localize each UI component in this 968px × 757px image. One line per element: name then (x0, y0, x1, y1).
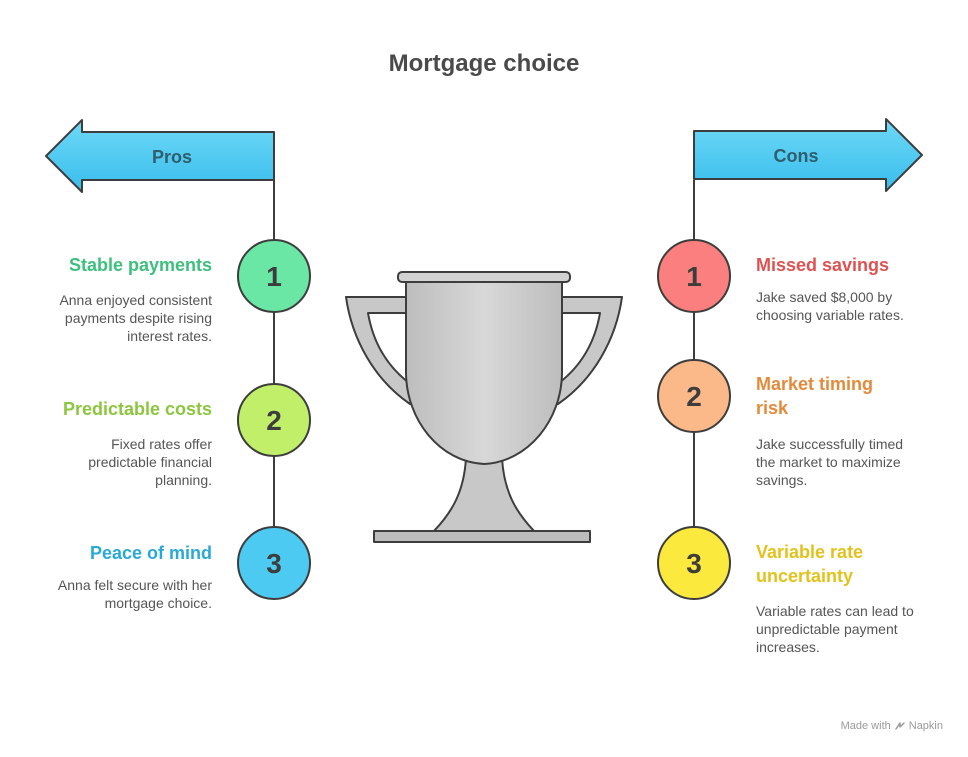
svg-text:1: 1 (686, 261, 702, 292)
cons-arrow (693, 118, 923, 192)
pros-arrow (45, 119, 275, 193)
napkin-logo-icon (895, 722, 905, 730)
pros-item-1-heading: Stable payments (68, 255, 212, 275)
pros-badge-2: 2 (237, 383, 311, 457)
cons-item-2-text: Jake successfully timed the market to ma… (756, 436, 904, 488)
pros-item-1-text: Anna enjoyed consistent payments despite… (59, 292, 212, 344)
cons-item-3-text: Variable rates can lead to unpredictable… (756, 603, 914, 655)
cons-badge-3: 3 (657, 526, 731, 600)
cons-badge-2: 2 (657, 359, 731, 433)
svg-text:1: 1 (266, 261, 282, 292)
cons-item-2-heading: Market timing risk (756, 374, 874, 418)
pros-label: Pros (152, 147, 192, 167)
pros-item-2-text: Fixed rates offer predictable financial … (88, 436, 212, 488)
svg-text:2: 2 (266, 405, 282, 436)
svg-text:3: 3 (266, 548, 282, 579)
watermark: Made with Napkin (841, 720, 943, 732)
pros-badge-3: 3 (237, 526, 311, 600)
pros-badge-1: 1 (237, 239, 311, 313)
cons-label: Cons (774, 146, 819, 166)
cons-badge-1: 1 (657, 239, 731, 313)
cons-item-3-heading: Variable rate uncertainty (756, 542, 864, 586)
cons-item-1-text: Jake saved $8,000 by choosing variable r… (756, 289, 904, 323)
cons-item-1-heading: Missed savings (756, 255, 890, 275)
svg-text:3: 3 (686, 548, 702, 579)
pros-item-3-text: Anna felt secure with her mortgage choic… (57, 577, 212, 611)
watermark-brand: Napkin (908, 720, 943, 732)
trophy-icon (345, 271, 623, 543)
svg-text:2: 2 (686, 381, 702, 412)
pros-item-3-heading: Peace of mind (89, 543, 212, 563)
watermark-prefix: Made with (840, 720, 891, 732)
page-title: Mortgage choice (388, 50, 580, 77)
pros-item-2-heading: Predictable costs (62, 399, 212, 419)
